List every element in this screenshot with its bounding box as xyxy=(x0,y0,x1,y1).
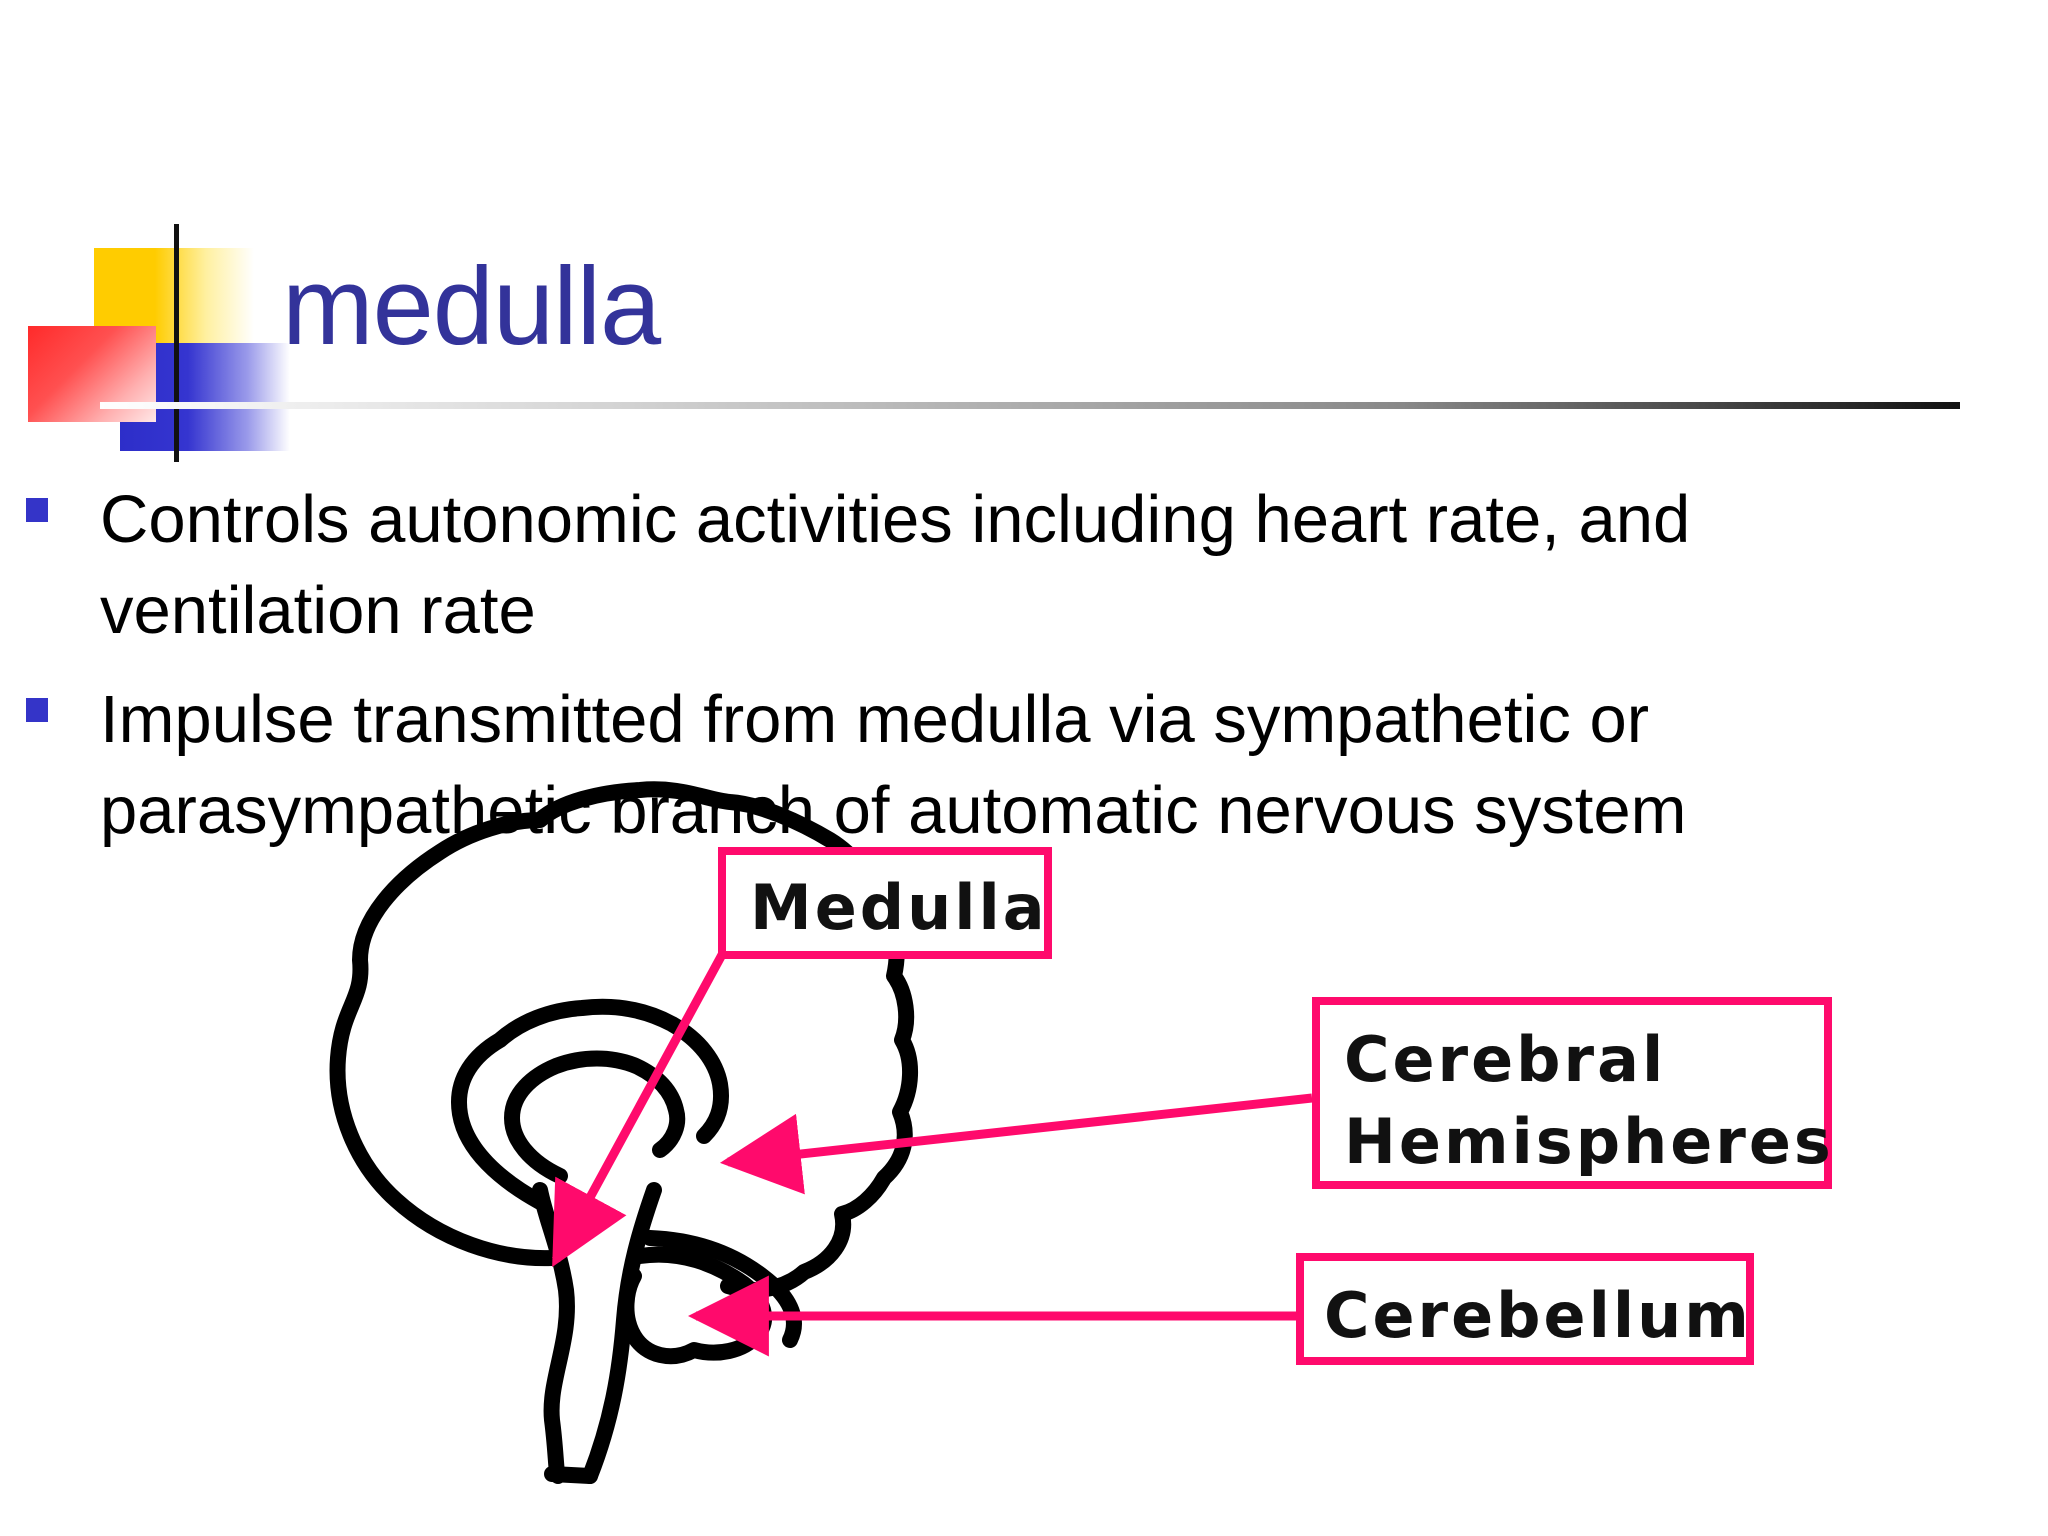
bullet-item: Controls autonomic activities including … xyxy=(26,474,1986,656)
medulla-pointer-arrow xyxy=(552,937,734,1268)
vertical-rule-decoration xyxy=(174,224,179,462)
square-bullet-icon xyxy=(26,698,48,722)
bullet-list: Controls autonomic activities including … xyxy=(26,474,1986,874)
bullet-item: Impulse transmitted from medulla via sym… xyxy=(26,674,1986,856)
cerebral-pointer-arrow xyxy=(719,1093,1313,1195)
cerebral-hemispheres-label: Cerebral Hemispheres xyxy=(1312,997,1832,1189)
medulla-label: Medulla xyxy=(718,847,1052,959)
cerebellum-label: Cerebellum xyxy=(1296,1253,1754,1365)
brain-outline xyxy=(329,781,919,1484)
square-bullet-icon xyxy=(26,498,48,522)
cerebellum-label-text: Cerebellum xyxy=(1324,1279,1752,1352)
cerebral-label-line2: Hemispheres xyxy=(1344,1105,1834,1178)
bullet-text: Impulse transmitted from medulla via sym… xyxy=(100,682,1687,848)
cerebral-label-line1: Cerebral xyxy=(1344,1023,1667,1096)
slide-title: medulla xyxy=(282,245,661,368)
bullet-text: Controls autonomic activities including … xyxy=(100,482,1691,648)
title-underline xyxy=(100,402,1960,409)
medulla-label-text: Medulla xyxy=(750,871,1048,944)
